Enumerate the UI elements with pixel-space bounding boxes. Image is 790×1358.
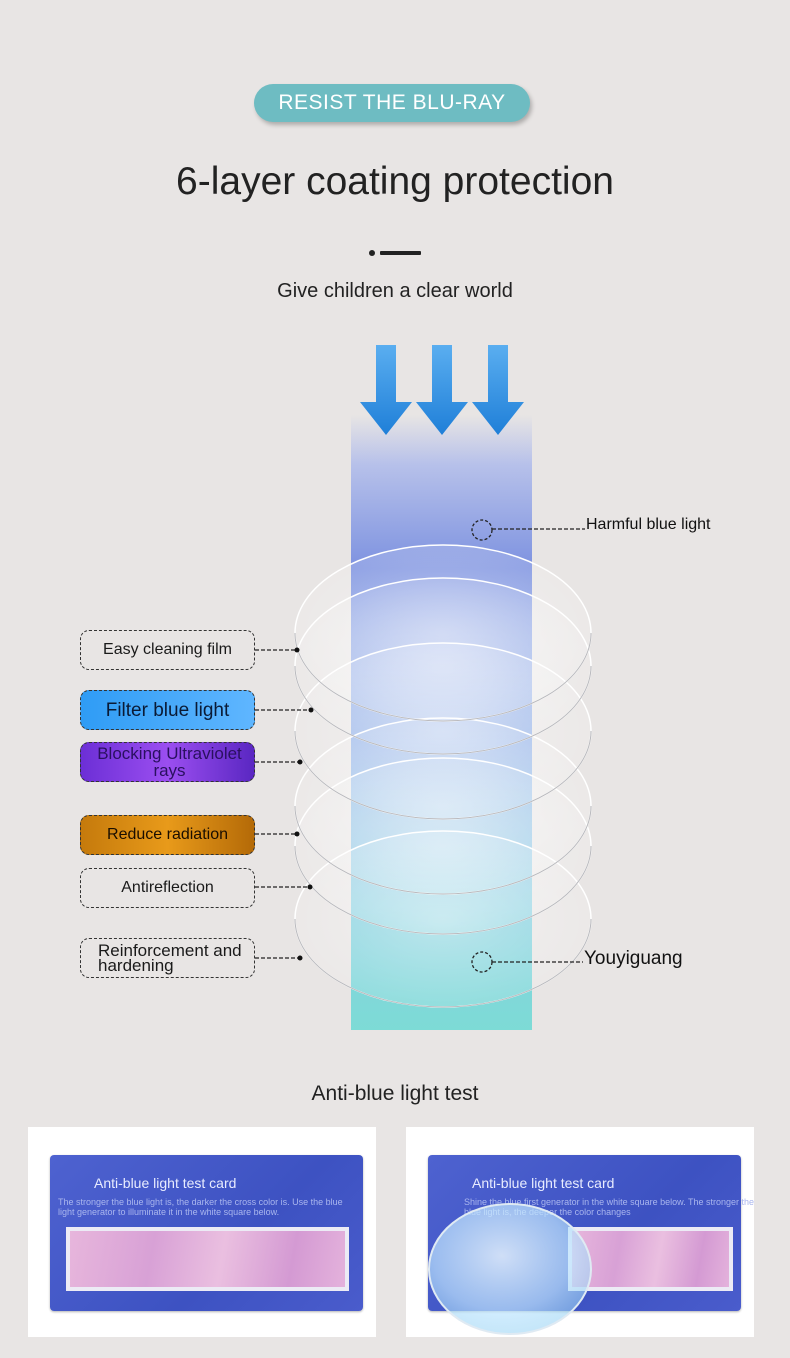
page-subtitle: Give children a clear world [277,280,513,302]
coating-layers-diagram: Harmful blue light Youyiguang Easy clean… [0,330,790,1050]
harmful-blue-light-label: Harmful blue light [586,516,711,533]
youyiguang-label: Youyiguang [584,948,683,969]
divider-dot [369,250,375,256]
test-card-window [568,1227,733,1291]
layer-easy-cleaning-film: Easy cleaning film [80,630,255,670]
test-card-title: Anti-blue light test card [94,1175,237,1191]
lens-layers [294,544,592,1008]
test-section-title: Anti-blue light test [311,1082,479,1105]
outgoing-marker [471,951,583,973]
incoming-light-arrows [360,345,524,435]
test-card-window [66,1227,349,1291]
layer-reinforcement-hardening: Reinforcement and hardening [80,938,255,978]
layer-filter-blue-light: Filter blue light [80,690,255,730]
sample-lens [428,1203,592,1335]
lens-stack-illustration [255,345,592,1030]
test-card: Anti-blue light test card The stronger t… [50,1155,363,1311]
layer-antireflection: Antireflection [80,868,255,908]
test-card-title: Anti-blue light test card [472,1175,615,1191]
test-card-note: The stronger the blue light is, the dark… [58,1197,343,1217]
divider-bar [380,251,421,255]
layer-reduce-radiation: Reduce radiation [80,815,255,855]
page-title: 6-layer coating protection [176,160,614,203]
test-photo-with-lens: Anti-blue light test card Shine the blue… [406,1127,754,1337]
incoming-marker [471,519,585,541]
resist-blu-ray-badge: RESIST THE BLU-RAY [254,84,530,122]
lens-layer-6 [294,830,592,1008]
test-photo-without-lens: Anti-blue light test card The stronger t… [28,1127,376,1337]
layer-blocking-ultraviolet: Blocking Ultraviolet rays [80,742,255,782]
layer-leaders [255,649,311,959]
